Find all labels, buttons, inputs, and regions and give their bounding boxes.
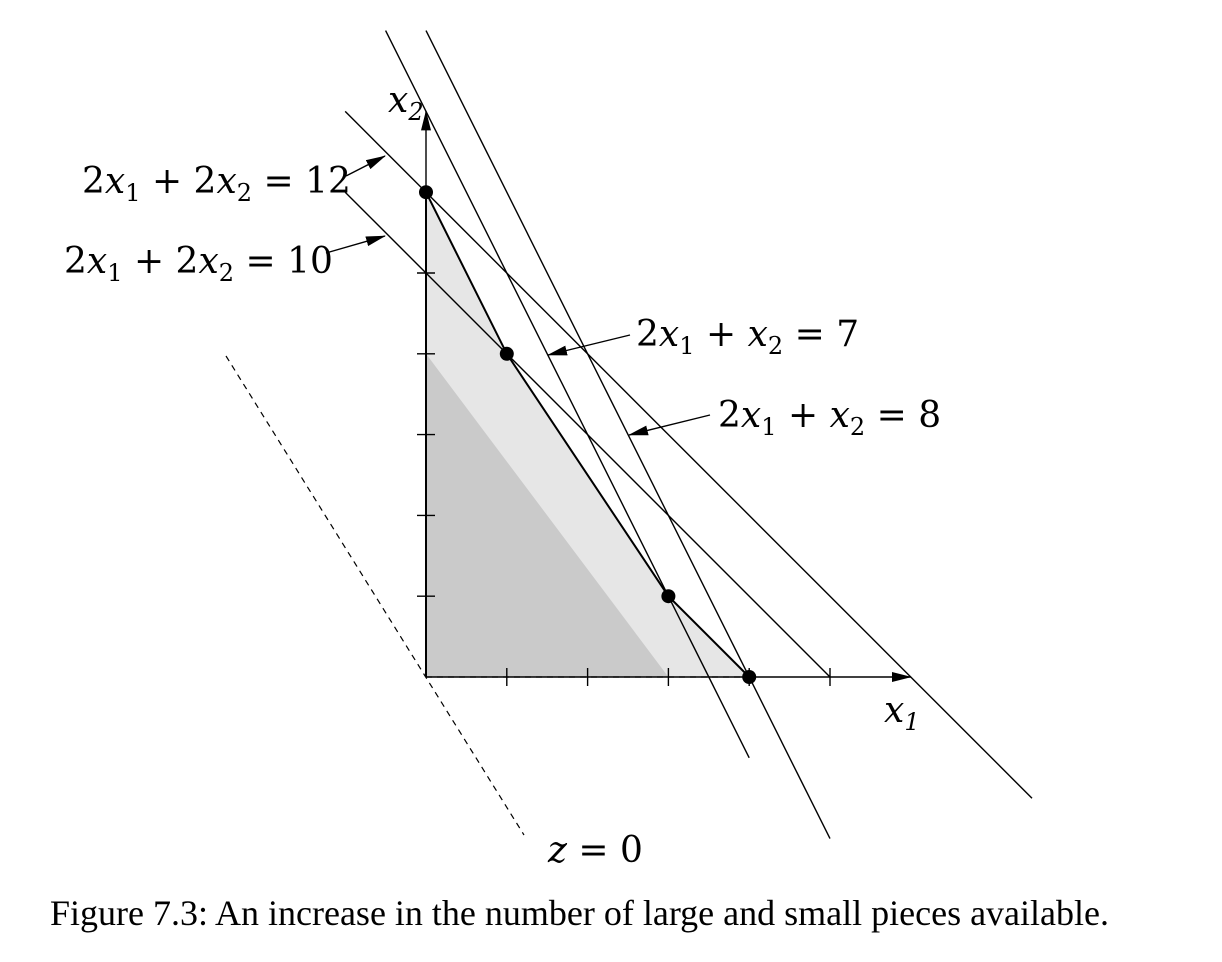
y-axis-ticks <box>417 272 435 597</box>
corner-point <box>419 185 433 200</box>
pointer-line-8 <box>628 414 711 436</box>
pointer-line-7 <box>547 334 631 356</box>
constraint-line-2x1-x2-7 <box>384 30 750 759</box>
corner-point <box>499 346 514 361</box>
label-2x1-x2-8: 2x1 + x2 = 8 <box>718 395 941 441</box>
corner-point <box>742 670 757 684</box>
label-2x1-2x2-12: 2x1 + 2x2 = 12 <box>82 161 351 207</box>
figure-caption: Figure 7.3: An increase in the number of… <box>50 893 1109 933</box>
feasible-regions <box>426 192 750 677</box>
constraint-line-2x1-x2-8 <box>425 30 831 839</box>
constraint-line-2x1-2x2-12 <box>344 110 1033 799</box>
label-z-0: z = 0 <box>547 830 643 871</box>
x1-axis-label: x1 <box>884 690 920 736</box>
original-feasible-region <box>426 353 669 677</box>
pointer-line-12 <box>345 155 386 177</box>
x2-axis-label: x2 <box>388 80 424 126</box>
corner-point <box>661 589 676 604</box>
label-pointers <box>325 155 711 436</box>
label-2x1-x2-7: 2x1 + x2 = 7 <box>636 314 859 360</box>
pointer-line-10 <box>325 235 386 254</box>
label-2x1-2x2-10: 2x1 + 2x2 = 10 <box>64 241 333 287</box>
corner-points <box>419 185 757 684</box>
